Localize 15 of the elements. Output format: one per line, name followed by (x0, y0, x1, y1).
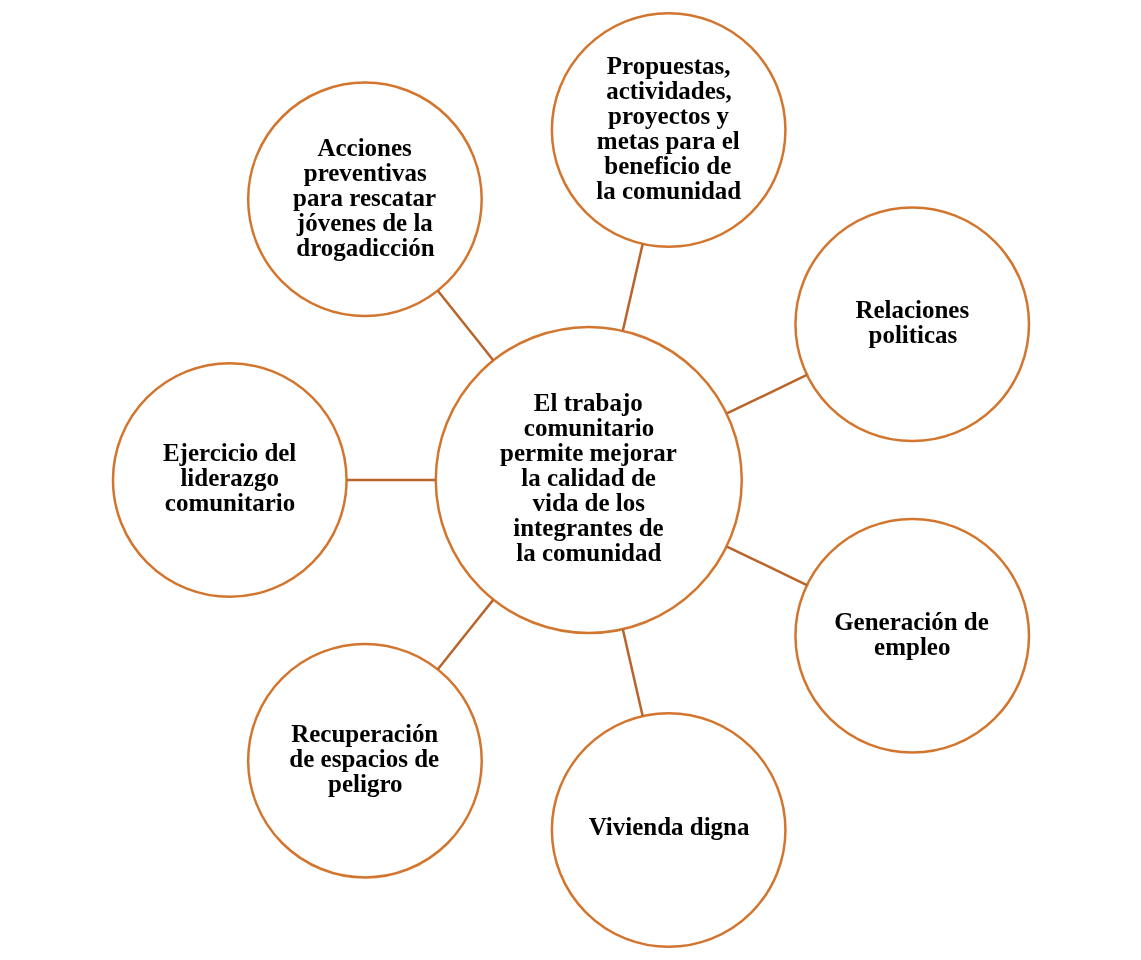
connector (436, 289, 494, 361)
node-circle: Generación de empleo (793, 517, 1030, 754)
connector (725, 373, 807, 415)
node-circle: Propuestas, actividades, proyectos y metas para el beneficio de la comunidad (550, 11, 787, 248)
node-circle: El trabajo comunitario permite mejorar la calidad de vida de los integrantes de la comunidad (434, 325, 743, 635)
connector (621, 243, 644, 331)
connector (725, 545, 807, 587)
node-circle: Recuperación de espacios de peligro (246, 642, 483, 879)
connector (346, 478, 435, 482)
node-circle: Ejercicio del liderazgo comunitario (111, 362, 348, 599)
connector (436, 599, 494, 671)
connector (621, 629, 644, 717)
node-circle: Acciones preventivas para rescatar jóvenes de la drogadicción (246, 81, 483, 318)
node-circle: Vivienda digna (550, 712, 787, 949)
node-circle: Relaciones politicas (793, 206, 1030, 443)
